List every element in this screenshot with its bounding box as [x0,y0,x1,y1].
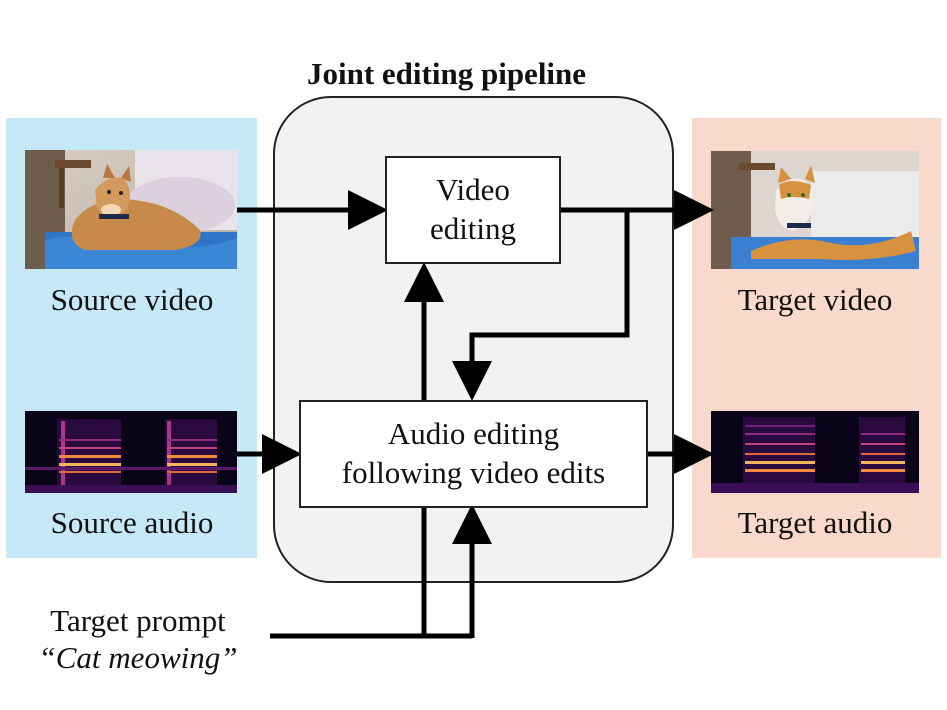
target-audio-label: Target audio [737,505,893,540]
target-video-label: Target video [737,282,893,317]
arrow-video-output-to-audio-editing [452,210,630,401]
spectrogram-image [25,411,237,493]
target-audio-spectrogram [711,411,919,493]
target-prompt-label: Target prompt [50,603,226,638]
source-audio-spectrogram [25,411,237,493]
pipeline-title: Joint editing pipeline [307,56,587,91]
spectrogram-image [711,411,919,493]
cat-image [711,151,919,269]
target-prompt: Target prompt “Cat meowing” [18,602,258,676]
audio-editing-box: Audio editing following video edits [299,400,648,508]
source-video-thumbnail [25,150,237,269]
target-prompt-text: “Cat meowing” [38,640,238,676]
source-video-label: Source video [50,282,214,317]
video-editing-box: Video editing [385,156,561,264]
audio-editing-line2: following video edits [341,455,606,490]
audio-editing-line1: Audio editing [387,416,560,452]
video-editing-line2: editing [429,211,517,246]
source-audio-label: Source audio [50,505,214,540]
video-editing-line1: Video [436,172,510,208]
dog-image [25,150,237,269]
target-video-thumbnail [711,151,919,269]
